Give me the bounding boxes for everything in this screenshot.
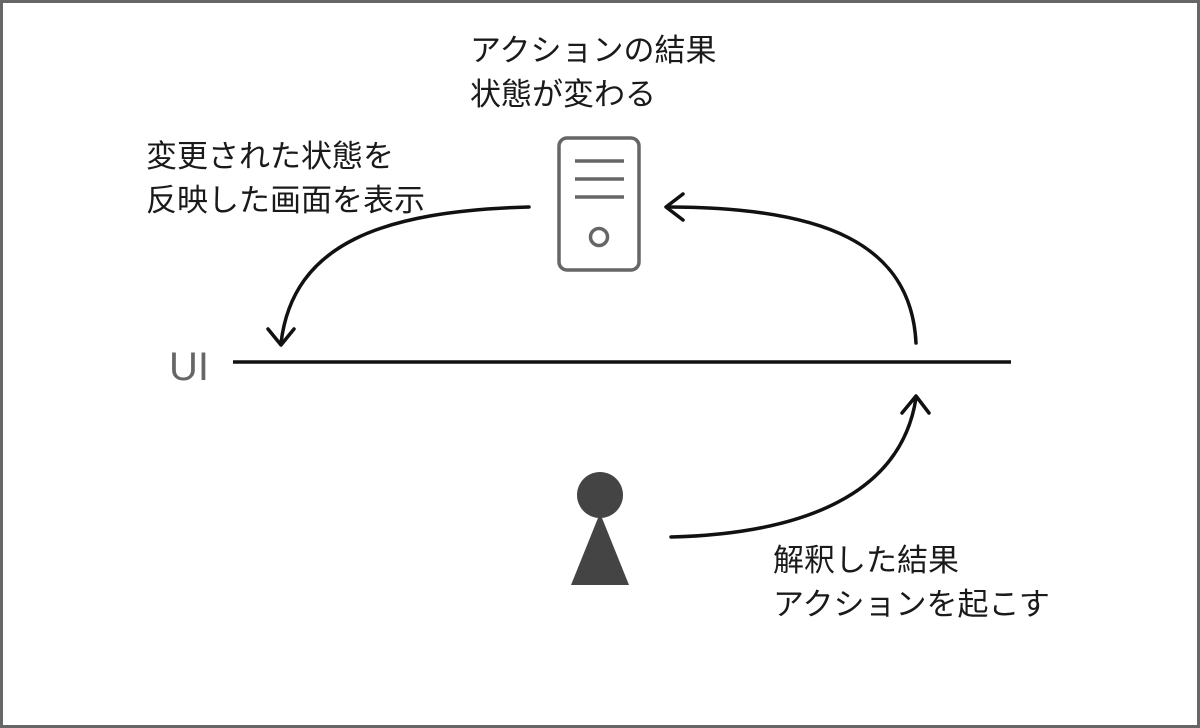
server-result-line-1: アクションの結果 bbox=[470, 33, 717, 69]
diagram-svg bbox=[233, 136, 1011, 585]
display-update-line-2: 反映した画面を表示 bbox=[146, 183, 425, 219]
server-result-label: アクションの結果 状態が変わる bbox=[470, 29, 716, 117]
user-action-line-1: 解釈した結果 bbox=[773, 543, 959, 579]
request-arrow bbox=[664, 192, 918, 345]
user-action-line-2: アクションを起こす bbox=[773, 587, 1050, 623]
display-update-line-1: 変更された状態を bbox=[146, 139, 394, 175]
display-update-label: 変更された状態を 反映した画面を表示 bbox=[146, 135, 425, 223]
server-icon bbox=[557, 136, 641, 272]
action-arrow bbox=[669, 394, 931, 539]
ui-label: UI bbox=[169, 345, 209, 389]
server-result-line-2: 状態が変わる bbox=[470, 77, 656, 113]
response-arrow bbox=[266, 205, 531, 347]
user-action-label: 解釈した結果 アクションを起こす bbox=[773, 539, 1050, 627]
person-icon bbox=[571, 472, 629, 585]
